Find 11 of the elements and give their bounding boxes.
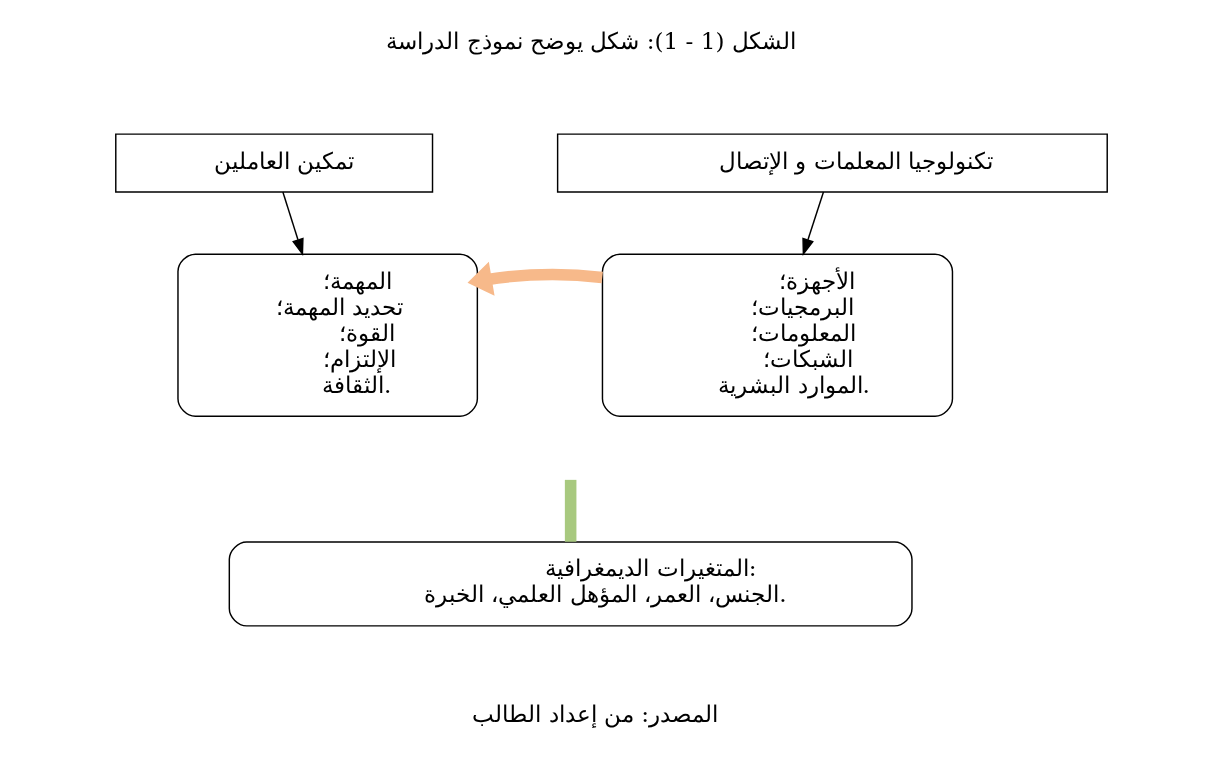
arrow bbox=[801, 191, 824, 256]
node-box: الأجهزة؛ البرمجيات؛ المعلومات؛ الشبكات؛ الموارد البشرية. bbox=[601, 253, 953, 417]
connector bbox=[564, 479, 576, 542]
node-box: تمكين العاملين bbox=[114, 133, 433, 193]
node-box: المتغيرات الديمغرافية: الجنس، العمر، المؤهل العلمي، الخبرة. bbox=[228, 541, 913, 627]
diagram-title: الشكل (1 - 1): شكل يوضح نموذج الدراسة bbox=[385, 27, 796, 54]
arrow bbox=[281, 191, 304, 256]
caption: المصدر: من إعداد الطالب bbox=[471, 701, 718, 728]
node-box: المهمة؛ تحديد المهمة؛ القوة؛ الإلتزام؛ الثقافة. bbox=[176, 253, 478, 417]
node-box: تكنولوجيا المعلمات و الإتصال bbox=[556, 133, 1108, 193]
arrow bbox=[467, 261, 603, 296]
